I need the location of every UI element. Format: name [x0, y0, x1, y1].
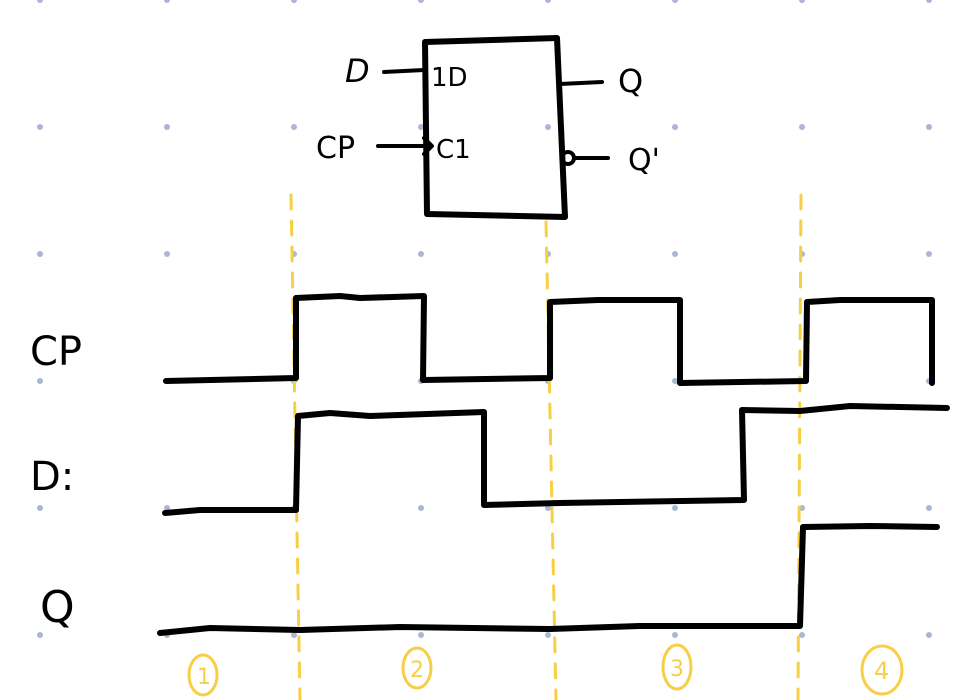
interval-3-marker: 3: [661, 643, 693, 691]
q-waveform: [157, 523, 940, 636]
interval-markers: 1 2 3 4: [187, 643, 904, 697]
flip-flop-block: D 1D CP C1 Q Q': [316, 35, 660, 220]
d-waveform: [162, 403, 950, 516]
interval-2-marker: 2: [401, 646, 433, 690]
cp-signal-label: CP: [30, 329, 82, 375]
q-output-line: [558, 80, 604, 86]
d-port-label: 1D: [431, 63, 468, 93]
cp-pin-label: CP: [316, 131, 355, 166]
qbar-pin-label: Q': [628, 143, 660, 178]
interval-1-marker: 1: [187, 653, 219, 697]
cp-waveform: [163, 293, 935, 386]
svg-text:3: 3: [670, 657, 684, 682]
interval-4-marker: 4: [860, 644, 904, 696]
svg-text:1: 1: [197, 665, 211, 690]
c1-port-label: C1: [436, 135, 471, 165]
d-signal-label: D:: [30, 454, 74, 500]
svg-text:4: 4: [874, 657, 889, 685]
d-pin-label: D: [345, 52, 370, 90]
inversion-bubble-icon: [560, 150, 576, 166]
d-input-line: [382, 68, 426, 74]
clock-triangle-icon: [422, 136, 434, 156]
q-pin-label: Q: [618, 62, 643, 100]
q-signal-label: Q: [40, 582, 75, 633]
svg-text:2: 2: [410, 658, 424, 683]
